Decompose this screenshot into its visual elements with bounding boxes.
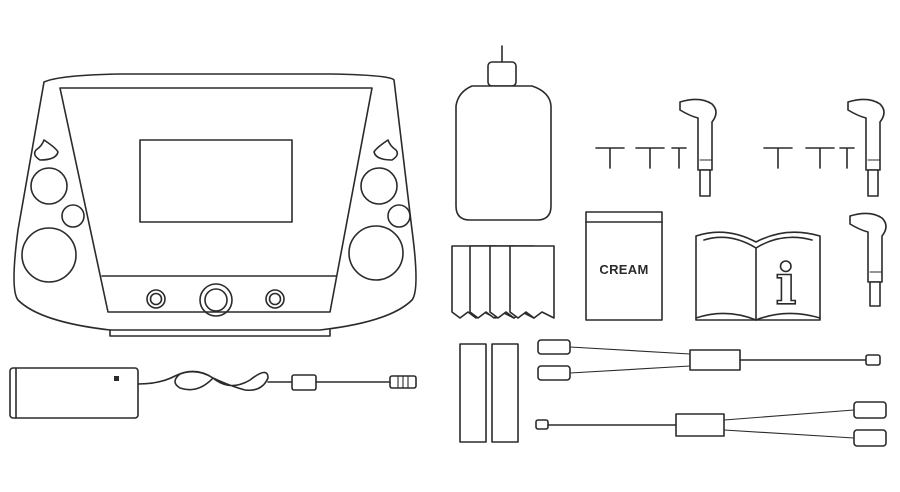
t-tip-set-2: [763, 147, 855, 169]
probe-shaft-3: [869, 281, 881, 307]
large-electrode-pad: [455, 45, 552, 221]
clip-2a: [853, 401, 887, 419]
strip-1: [459, 343, 487, 443]
lead-plug-2: [535, 419, 549, 430]
right-upper-socket: [360, 167, 398, 205]
info-icon: i: [775, 252, 796, 318]
adapter-led-icon: [114, 376, 119, 381]
clip-1b: [537, 365, 571, 381]
lead-cable-2: [535, 401, 887, 447]
lead-plug-1: [865, 354, 881, 366]
instruction-manual: i: [695, 231, 821, 321]
left-button[interactable]: [146, 289, 166, 309]
probe-handle-1: [679, 98, 717, 171]
small-electrode-pads: [451, 245, 555, 319]
stimulator-device: [13, 73, 417, 337]
left-lower-socket: [21, 227, 77, 283]
right-lower-socket: [348, 225, 404, 281]
t-tip-set-1: [595, 147, 687, 169]
device-display: [139, 139, 293, 223]
cream-tube: CREAM: [585, 211, 663, 321]
splitter-2: [675, 413, 725, 437]
right-button[interactable]: [265, 289, 285, 309]
probe-handle-3: [849, 212, 887, 283]
rotary-knob[interactable]: [199, 283, 233, 317]
splitter-1: [689, 349, 741, 371]
left-small-socket: [61, 204, 85, 228]
probe-set-1: [595, 98, 717, 197]
probe-set-2: [763, 98, 885, 197]
power-adapter: [9, 367, 417, 419]
clip-2b: [853, 429, 887, 447]
adhesive-strips: [459, 343, 519, 443]
left-upper-socket: [30, 167, 68, 205]
probe-shaft-2: [867, 169, 879, 197]
cream-label: CREAM: [599, 262, 648, 277]
right-clip-slot: [373, 139, 399, 161]
probe-3: [849, 212, 887, 307]
probe-shaft-1: [699, 169, 711, 197]
right-small-socket: [387, 204, 411, 228]
strip-2: [491, 343, 519, 443]
probe-handle-2: [847, 98, 885, 171]
clip-1a: [537, 339, 571, 355]
lead-cable-1: [537, 339, 881, 381]
left-clip-slot: [33, 139, 59, 161]
